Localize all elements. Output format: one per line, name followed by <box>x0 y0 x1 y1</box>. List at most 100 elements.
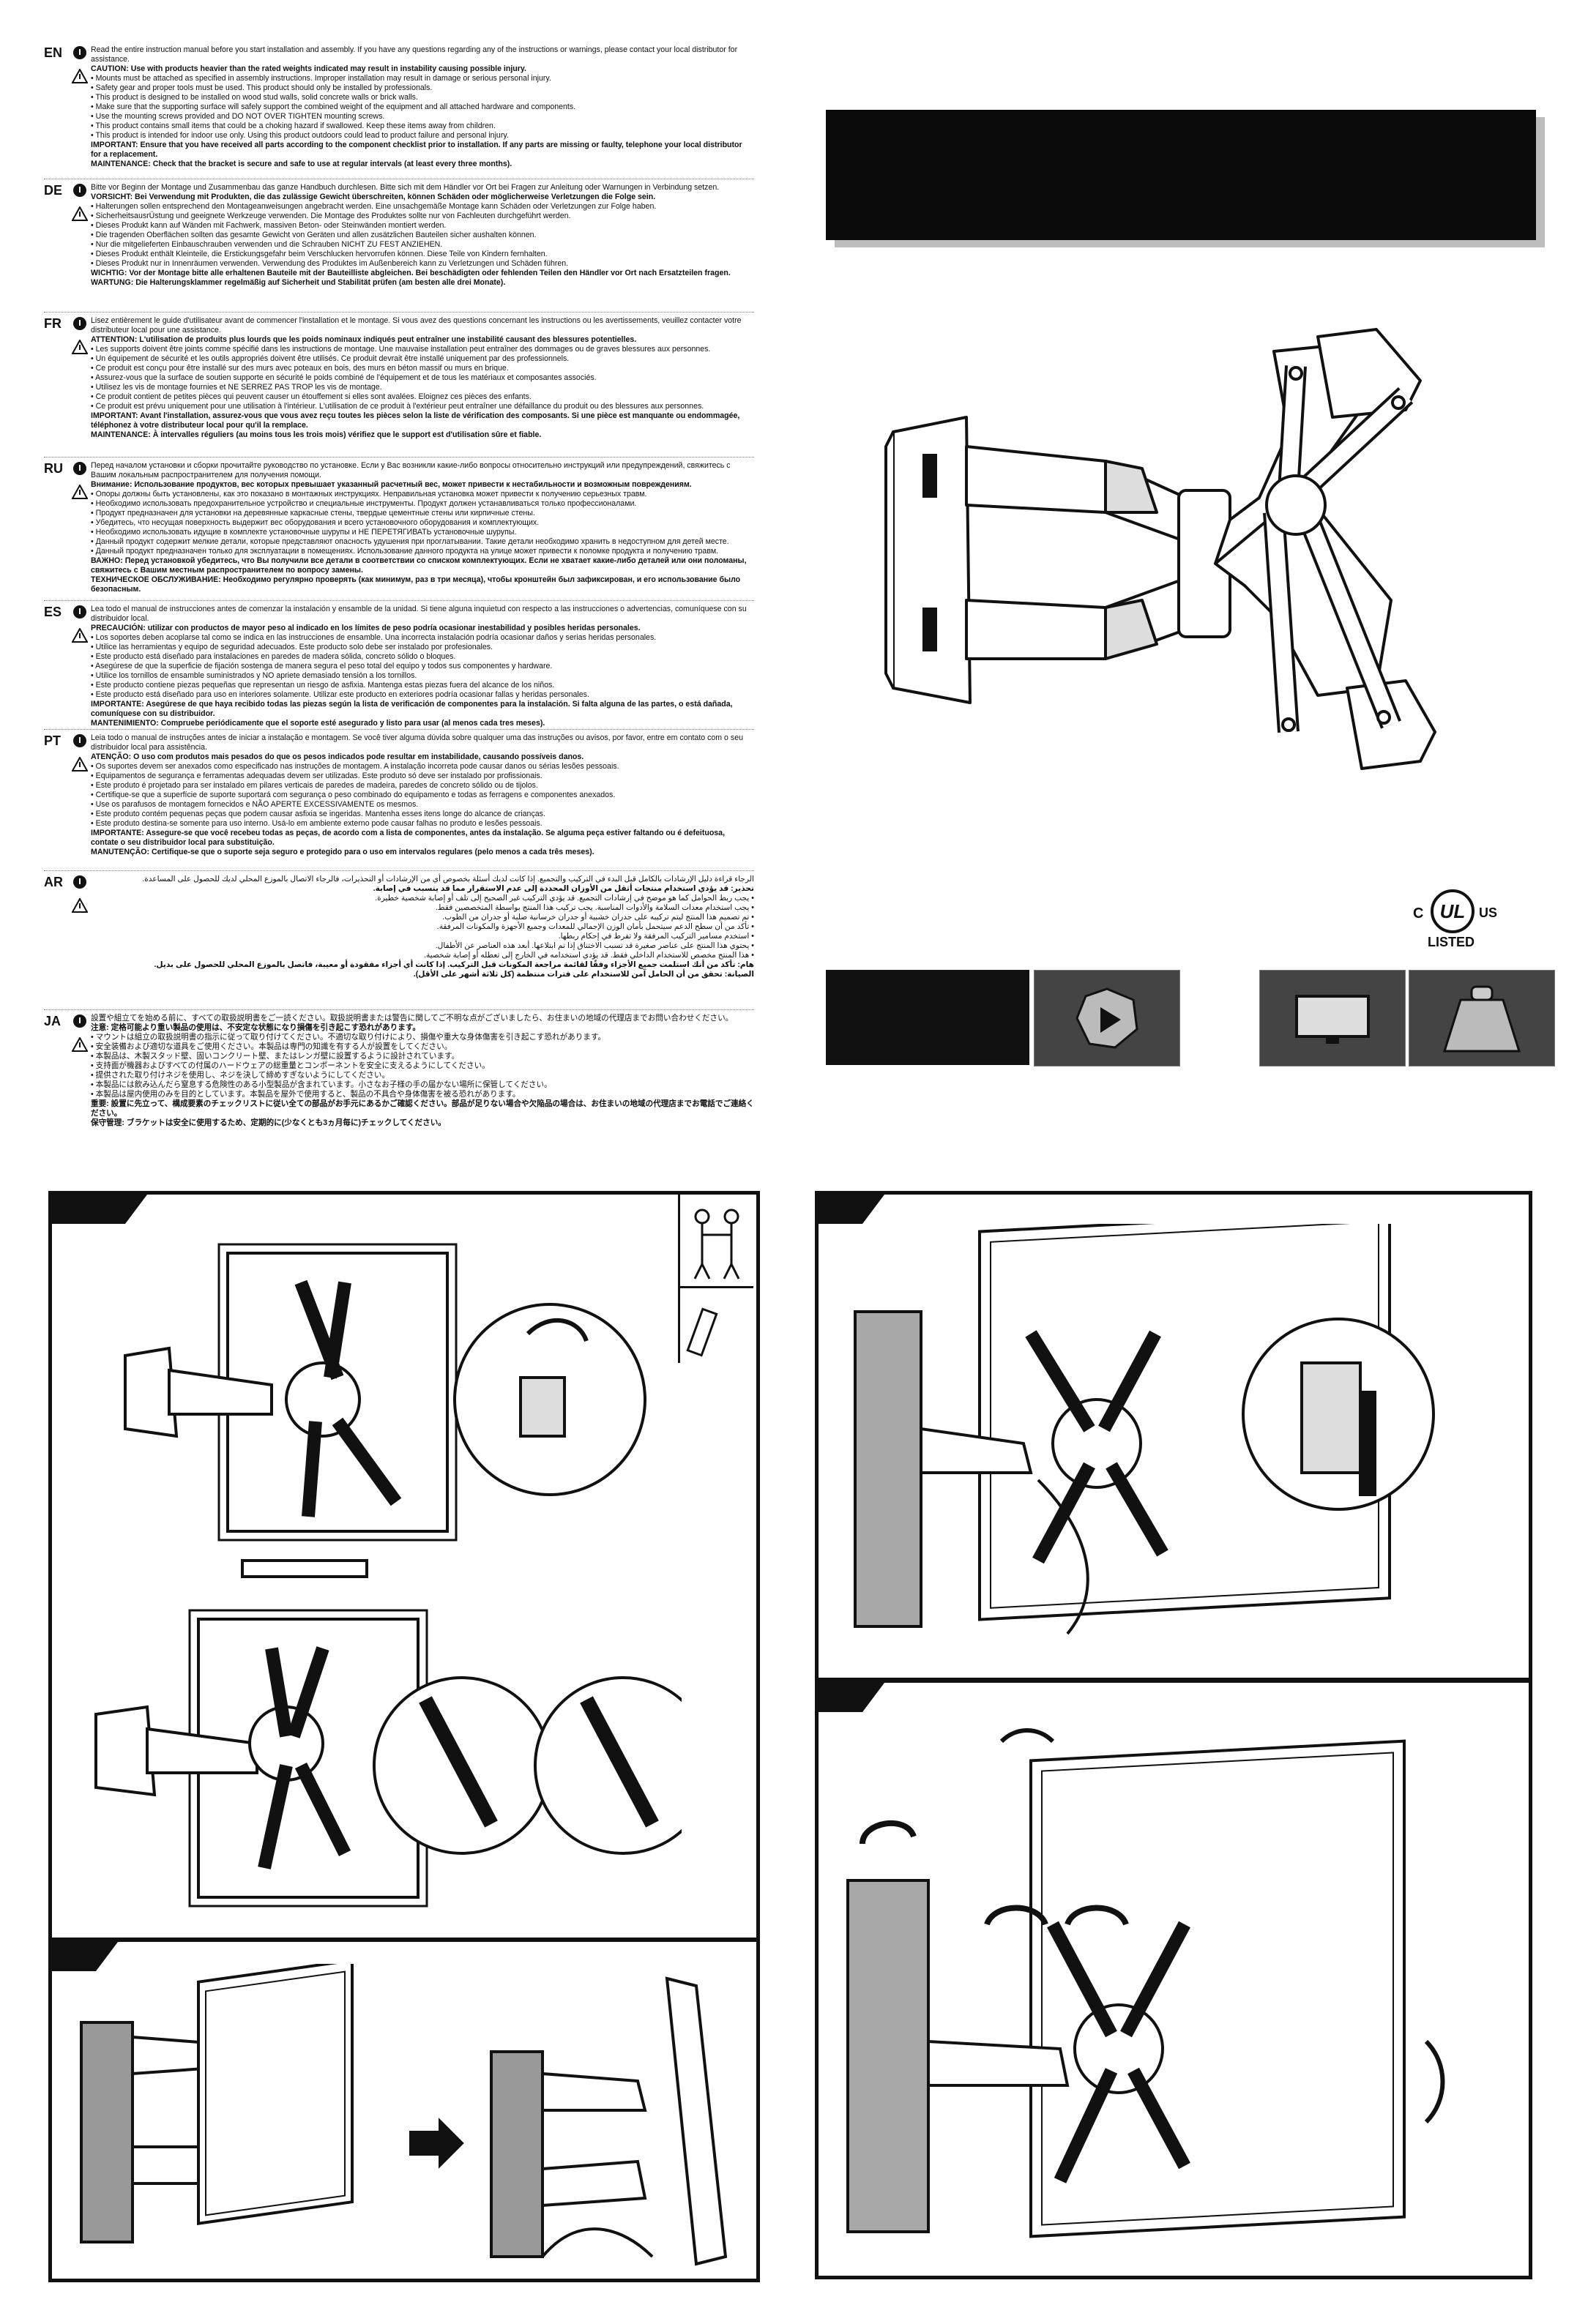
instruction-line: • Utilice las herramientas y equipo de s… <box>91 643 493 651</box>
instruction-line: 設置や組立てを始める前に、すべての取扱説明書をご一読ください。取扱説明書または警… <box>91 1014 734 1023</box>
tilt-arrow-icon <box>999 1728 1055 1744</box>
instruction-line: • Use os parafusos de montagem fornecido… <box>91 800 419 809</box>
instruction-line: • 安全装備および適切な道具をご使用ください。本製品は専門の知識を有する人が設置… <box>91 1042 452 1051</box>
instruction-line: • 本製品は、木製スタッド壁、固いコンクリート壁、またはレンガ壁に設置するように… <box>91 1052 460 1061</box>
instruction-line: Lisez entièrement le guide d'utilisateur… <box>91 316 742 335</box>
title-banner <box>826 110 1545 247</box>
instruction-line: • Dieses Produkt enthält Kleinteile, die… <box>91 250 548 258</box>
instruction-line: • Os suportes devem ser anexados como es… <box>91 762 619 771</box>
instruction-line: WICHTIG: Vor der Montage bitte alle erha… <box>91 269 731 277</box>
instruction-line: • Данный продукт предназначен только для… <box>91 547 719 556</box>
lang-code: JA <box>44 1014 61 1028</box>
instruction-line: WARTUNG: Die Halterungsklammer regelmäßi… <box>91 278 506 287</box>
instruction-line: Перед началом установки и сборки прочита… <box>91 461 731 479</box>
instruction-line: • This product contains small items that… <box>91 122 496 130</box>
instruction-line: • Dieses Produkt nur in Innenräumen verw… <box>91 259 569 268</box>
ul-listed-mark: C UL US LISTED <box>1413 889 1501 955</box>
ul-listed-label: LISTED <box>1428 935 1475 949</box>
instruction-line: • تأكد من أن سطح الدعم سيتحمل بأمان الوز… <box>436 922 754 931</box>
instruction-line: Внимание: Использование продуктов, вес к… <box>91 480 692 489</box>
instruction-line: • This product is designed to be install… <box>91 93 418 102</box>
lang-code: EN <box>44 45 63 60</box>
instruction-line: Lea todo el manual de instrucciones ante… <box>91 605 747 623</box>
info-icon <box>73 46 86 59</box>
instruction-line: • Die tragenden Oberflächen sollten das … <box>91 231 537 239</box>
instruction-line: IMPORTANTE: Asegúrese de que haya recibi… <box>91 700 733 718</box>
instruction-line: IMPORTANT: Avant l'installation, assurez… <box>91 411 740 430</box>
instruction-line: Read the entire instruction manual befor… <box>91 45 738 64</box>
instruction-line: الصيانة: تحقق من أن الحامل آمن للاستخدام… <box>413 970 754 979</box>
two-person-icon <box>693 1208 740 1279</box>
tv-screen-icon <box>1295 995 1370 1044</box>
lang-block-fr: FR Lisez entièrement le guide d'utilisate… <box>44 316 754 455</box>
instruction-line: • Certifique-se que a superfície de supo… <box>91 791 616 799</box>
product-wall-mount-illustration <box>884 328 1436 770</box>
instruction-line: • تم تصميم هذا المنتج ليتم تركيبه على جد… <box>442 913 754 922</box>
lang-text: Read the entire instruction manual befor… <box>91 45 754 169</box>
warning-triangle-icon <box>72 628 88 643</box>
instruction-line: VORSICHT: Bei Verwendung mit Produkten, … <box>91 193 656 201</box>
step-panel-2 <box>48 1938 760 2282</box>
warning-triangle-icon <box>72 340 88 354</box>
instruction-line: • Use the mounting screws provided and D… <box>91 112 385 121</box>
info-icon <box>73 734 86 747</box>
instruction-line: • Les supports doivent être joints comme… <box>91 345 711 354</box>
ul-us-mark: US <box>1479 905 1498 920</box>
instruction-line: • Необходимо использовать идущие в компл… <box>91 528 517 537</box>
step-panel-3 <box>815 1191 1532 1681</box>
instruction-line: • Un équipement de sécurité et les outil… <box>91 354 570 363</box>
instruction-line: • Ce produit contient de petites pièces … <box>91 392 532 401</box>
instruction-line: هام: تأكد من أنك استلمت جميع الأجزاء وفق… <box>154 960 754 969</box>
instruction-line: 重要: 設置に先立って、構成要素のチェックリストに従い全ての部品がお手元にあるか… <box>91 1099 754 1118</box>
instruction-line: MANTENIMIENTO: Compruebe periódicamente … <box>91 719 545 728</box>
lang-code: AR <box>44 875 63 889</box>
warning-triangle-icon <box>72 485 88 499</box>
lang-text: Перед началом установки и сборки прочита… <box>91 461 754 594</box>
instruction-line: • Mounts must be attached as specified i… <box>91 74 551 83</box>
lang-block-es: ES Lea todo el manual de instrucciones an… <box>44 605 754 728</box>
level-tool-icon <box>686 1307 718 1357</box>
instruction-line: • Utilice los tornillos de ensamble sumi… <box>91 671 417 680</box>
lang-text: Lisez entièrement le guide d'utilisateur… <box>91 316 754 440</box>
warning-triangle-icon <box>72 206 88 221</box>
instruction-line: • يجب ربط الحوامل كما هو موضح في إرشادات… <box>375 894 754 903</box>
step-panel-4 <box>815 1679 1532 2279</box>
instruction-line: MAINTENANCE: Check that the bracket is s… <box>91 160 512 168</box>
instruction-line: • Safety gear and proper tools must be u… <box>91 83 433 92</box>
instruction-line: ATTENTION: L'utilisation de produits plu… <box>91 335 637 344</box>
instruction-line: • Необходимо использовать предохранитель… <box>91 499 637 508</box>
instruction-line: • Equipamentos de segurança e ferramenta… <box>91 771 543 780</box>
lang-code: ES <box>44 605 62 619</box>
lang-text: Bitte vor Beginn der Montage und Zusamme… <box>91 183 754 288</box>
step1-illustration <box>94 1243 682 1908</box>
instruction-line: • 提供された取り付けネジを使用し、ネジを決して締めすぎないようにしてください。 <box>91 1071 390 1080</box>
spec-label-box <box>826 970 1029 1065</box>
instruction-line: Bitte vor Beginn der Montage und Zusamme… <box>91 183 720 192</box>
section-divider <box>44 312 754 313</box>
instruction-line: ВАЖНО: Перед установкой убедитесь, что В… <box>91 556 747 575</box>
lang-text: Leia todo o manual de instruções antes d… <box>91 733 754 857</box>
tools-sidebar <box>678 1195 753 1363</box>
instruction-line: • Halterungen sollen entsprechend den Mo… <box>91 202 657 211</box>
instruction-line: IMPORTANTE: Assegure-se que você recebeu… <box>91 829 726 847</box>
lang-code: RU <box>44 461 63 476</box>
instruction-line: 保守管理: ブラケットは安全に使用するため、定期的に(少なくとも3ヵ月毎に)チェ… <box>91 1118 446 1127</box>
lang-text: Lea todo el manual de instrucciones ante… <box>91 605 754 728</box>
lang-code: FR <box>44 316 61 331</box>
step4-illustration <box>846 1728 1445 2238</box>
step-panel-1 <box>48 1191 760 1941</box>
info-icon <box>73 605 86 619</box>
instruction-line: • Ce produit est conçu pour être install… <box>91 364 509 373</box>
instruction-line: • Данный продукт содержит мелкие детали,… <box>91 537 729 546</box>
info-icon <box>73 1015 86 1028</box>
step-tab-2 <box>52 1942 118 1971</box>
instruction-line: • يجب استخدام معدات السلامة والأدوات الم… <box>435 903 754 912</box>
lang-block-en: EN Read the entire instruction manual bef… <box>44 45 754 177</box>
instruction-line: • Este producto está diseñado para uso e… <box>91 690 589 699</box>
instruction-line: • Nur die mitgelieferten Einbauschrauben… <box>91 240 443 249</box>
warning-triangle-icon <box>72 1037 88 1052</box>
instruction-line: • يحتوي هذا المنتج على عناصر صغيرة قد تس… <box>435 941 754 950</box>
